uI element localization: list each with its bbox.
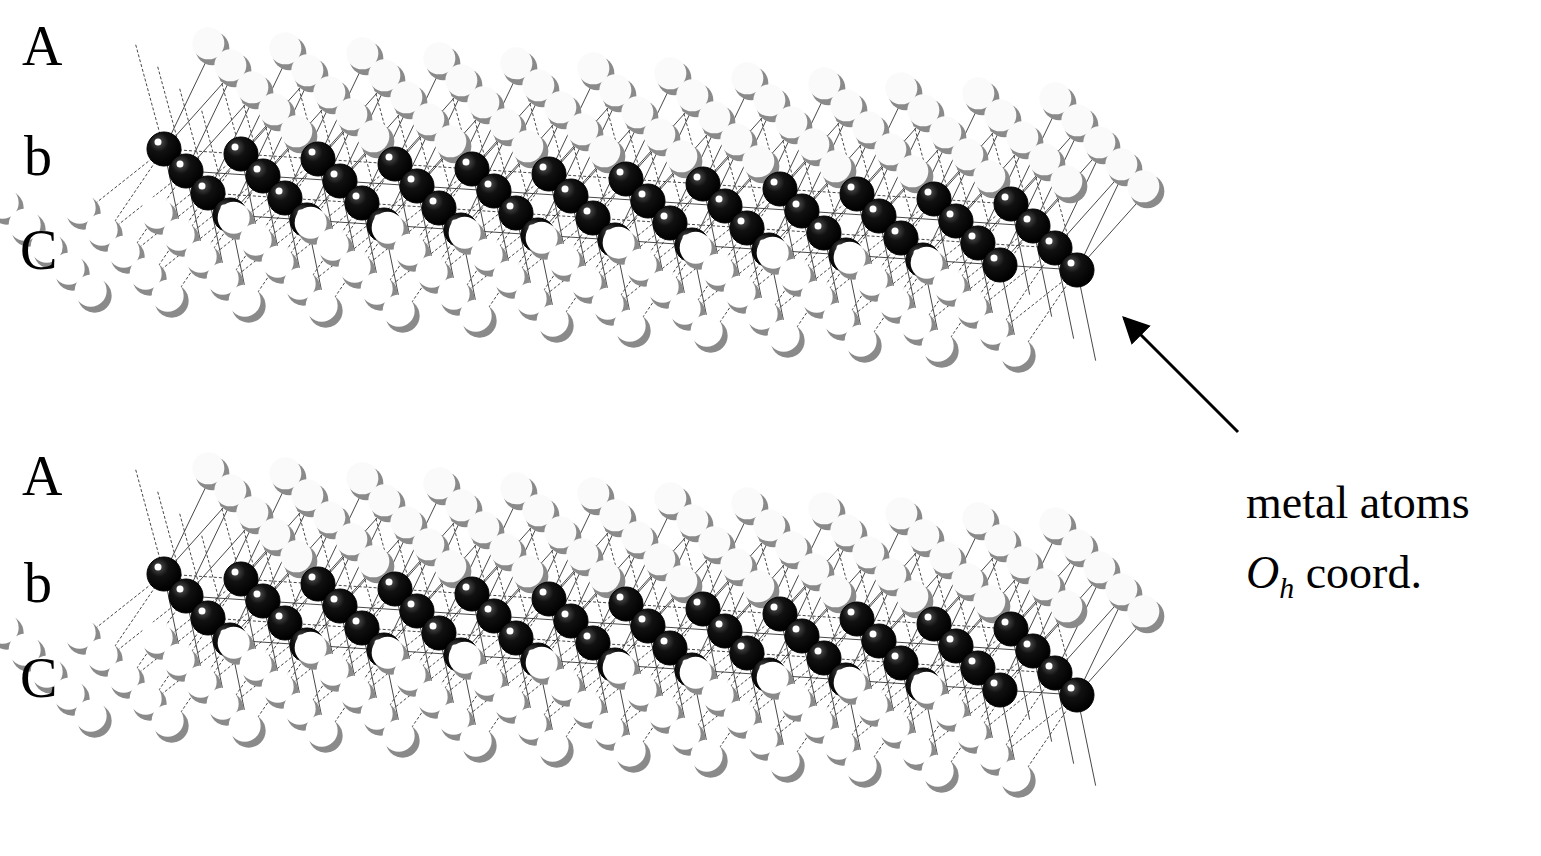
callout-text: Oh coord. <box>1246 550 1422 603</box>
anion-atom <box>75 275 112 313</box>
layer-letter: C <box>20 222 57 278</box>
layer-letter: A <box>22 18 62 74</box>
anion-atom <box>383 295 420 333</box>
anion-atom <box>845 750 882 788</box>
metal-atom <box>1060 253 1094 287</box>
anion-atom <box>152 705 189 743</box>
anion-atom <box>614 735 651 773</box>
layer-slab <box>0 27 1164 372</box>
anion-atom <box>1127 595 1164 633</box>
layer-letter: A <box>22 448 62 504</box>
anion-atom <box>768 320 805 358</box>
anion-atom <box>614 310 651 348</box>
anion-atom <box>999 335 1036 373</box>
layer-letter: C <box>20 650 57 706</box>
anion-atom <box>922 755 959 793</box>
anion-atom <box>1050 165 1087 203</box>
anion-atom <box>1050 590 1087 628</box>
anion-atom <box>999 760 1036 798</box>
anion-atom <box>537 730 574 768</box>
layer-slab <box>0 452 1164 797</box>
metal-atom <box>983 673 1017 707</box>
anion-atom <box>229 285 266 323</box>
anion-atom <box>691 315 728 353</box>
anion-atom <box>1127 170 1164 208</box>
anion-atom <box>768 745 805 783</box>
metal-atom <box>1060 678 1094 712</box>
anion-atom <box>845 325 882 363</box>
anion-atom <box>537 305 574 343</box>
layer-letter: b <box>24 128 52 184</box>
anion-atom <box>229 710 266 748</box>
metal-atom <box>983 248 1017 282</box>
anion-atom <box>383 720 420 758</box>
anion-atom <box>460 300 497 338</box>
leader-arrow <box>1124 318 1238 432</box>
callout-text: metal atoms <box>1246 480 1470 526</box>
anion-atom <box>306 715 343 753</box>
anion-atom <box>306 290 343 328</box>
anion-atom <box>691 740 728 778</box>
layer-letter: b <box>24 555 52 611</box>
anion-atom <box>75 700 112 738</box>
anion-atom <box>460 725 497 763</box>
anion-atom <box>152 280 189 318</box>
anion-atom <box>922 330 959 368</box>
